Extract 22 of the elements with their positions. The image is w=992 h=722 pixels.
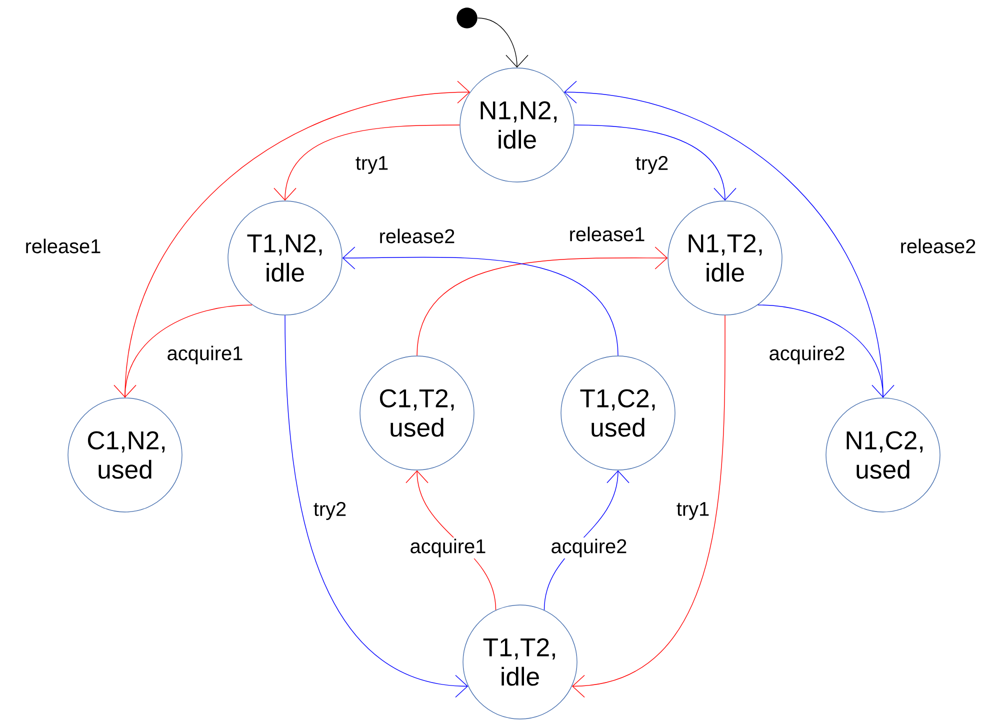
- edge-label: try2: [634, 154, 670, 176]
- arrow: [477, 18, 528, 68]
- edge-label: release1: [24, 238, 102, 254]
- edge-label: acquire2: [768, 344, 846, 366]
- arrow: [342, 246, 618, 356]
- edge-label: try1: [354, 154, 390, 176]
- edge-label: acquire1: [166, 344, 244, 366]
- edge-label: acquire1: [408, 538, 488, 558]
- initial-dot: [456, 8, 478, 28]
- edge-label: release2: [378, 228, 456, 244]
- edge-label: release1: [568, 226, 646, 242]
- arrow: [284, 315, 468, 698]
- arrow: [416, 246, 668, 356]
- arrow: [572, 315, 726, 698]
- edge-label: try1: [675, 500, 711, 522]
- arrow: [758, 304, 894, 398]
- arrow: [574, 124, 736, 201]
- edge-label: try2: [312, 500, 348, 522]
- arrow: [274, 124, 460, 201]
- arrow: [114, 304, 252, 398]
- edge-label: release2: [898, 238, 978, 254]
- edge-label: acquire2: [550, 538, 628, 558]
